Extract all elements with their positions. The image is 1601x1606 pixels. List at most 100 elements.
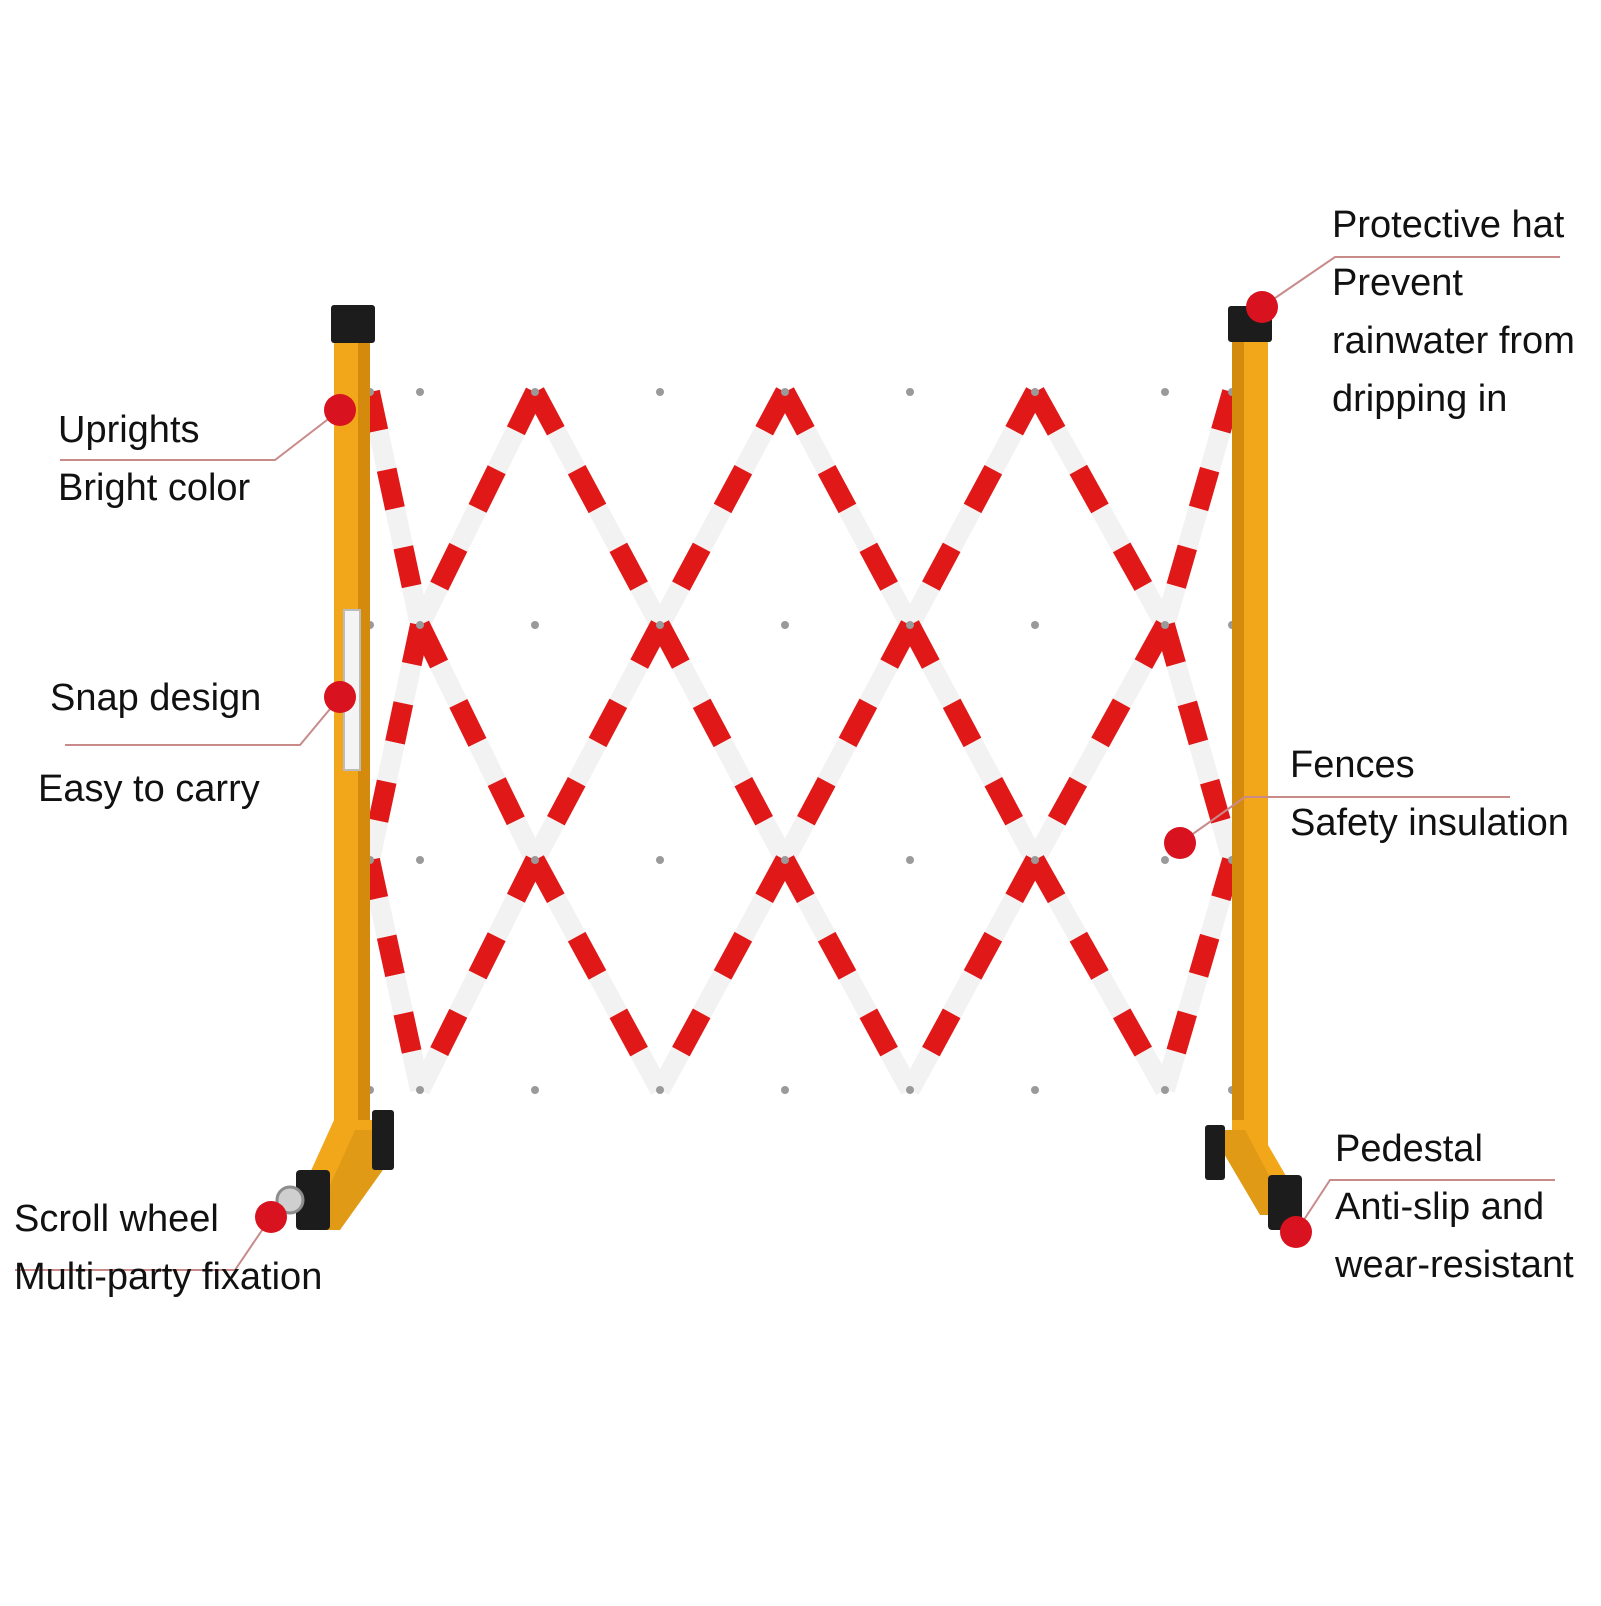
fence-bar-segment [901, 1046, 940, 1095]
fence-bar-segment [1112, 659, 1153, 709]
callout-snap-desc: Easy to carry [38, 768, 260, 810]
fence-bar-segment [393, 1011, 422, 1054]
fence-bar-segment [609, 659, 648, 709]
dot-snap [324, 681, 356, 713]
fence-bar-segment [385, 972, 414, 1016]
callout-hat-desc-1: Prevent [1332, 262, 1463, 304]
fence-bar-segment [901, 581, 940, 630]
fence-bar-segment [651, 620, 690, 669]
fence-bar-segment [922, 542, 961, 591]
fence-bar-segment [838, 503, 878, 553]
fence-bar-segment [411, 581, 449, 630]
scissor-lattice [360, 387, 1242, 1095]
fence-bar-segment [376, 934, 405, 978]
fence-bar-segment [547, 426, 586, 475]
left-pedestal [275, 1110, 394, 1230]
fence-bar-segment [1026, 855, 1066, 904]
fence-bar-segment [859, 659, 898, 709]
fence-bar-segment [922, 1008, 961, 1057]
callout-snap-desc-block: Easy to carry [38, 760, 260, 818]
fence-bar-segment [734, 893, 773, 942]
fence-bar-segment [1188, 466, 1220, 512]
fence-bar-segment [393, 545, 422, 589]
fence-bar-segment [368, 896, 397, 939]
callout-pedestal: Pedestal Anti-slip and wear-resistant [1335, 1120, 1574, 1294]
leader-lines [15, 256, 1560, 1271]
fence-bar-segment [567, 737, 607, 787]
callout-snap-title: Snap design [50, 677, 262, 719]
fence-bar-segment [797, 776, 836, 826]
fence-bar-segment [672, 542, 711, 591]
fence-bar-segment [609, 1008, 648, 1057]
fence-bar-segment [411, 620, 449, 669]
callout-snap-title-block: Snap design [50, 669, 261, 727]
fence-bar-segment [1026, 387, 1066, 436]
callout-pedestal-desc-2: wear-resistant [1335, 1244, 1574, 1286]
fence-bar-segment [672, 1008, 711, 1057]
fence-bar-segment [588, 970, 628, 1019]
pivot-rivet [416, 621, 424, 629]
fence-bar-segment [1091, 698, 1131, 748]
fence-bar-segment [1069, 737, 1109, 787]
fence-bar-segment [838, 970, 878, 1019]
fence-bar-segment [547, 893, 586, 942]
fence-bar-segment [1166, 1010, 1197, 1055]
fence-bar-segment [411, 1047, 449, 1095]
pivot-rivet [656, 1086, 664, 1094]
fence-bar-segment [859, 542, 898, 591]
pivot-rivet [1161, 388, 1169, 396]
fence-bar-segment [984, 776, 1023, 826]
fence-bar-segment [942, 698, 982, 748]
fence-bar-segment [567, 931, 607, 980]
fence-bar-segment [963, 464, 1003, 514]
fence-bar-segment [859, 1008, 898, 1057]
fence-bar-segment [713, 931, 753, 980]
fence-bar-segment [588, 503, 628, 553]
pivot-rivet [531, 1086, 539, 1094]
fence-bar-segment [1155, 622, 1186, 667]
pivot-rivet [656, 621, 664, 629]
fence-bar-segment [984, 426, 1023, 475]
fence-bar-segment [692, 698, 732, 748]
pivot-rivet [906, 856, 914, 864]
fence-bar-segment [651, 1046, 690, 1095]
fence-bar-segment [1211, 818, 1242, 863]
callout-uprights: Uprights Bright color [58, 401, 250, 517]
fence-bar-segment [1177, 505, 1209, 551]
fence-bar-segment [360, 818, 389, 863]
fence-bar-segment [942, 503, 982, 553]
fence-bar-segment [713, 464, 753, 514]
fence-bar-segment [368, 779, 397, 823]
callout-pedestal-title: Pedestal [1335, 1128, 1483, 1170]
fence-bar-segment [376, 467, 405, 511]
fence-bar-segment [1211, 389, 1242, 434]
dot-uprights [324, 394, 356, 426]
right-upright [1228, 306, 1272, 1125]
fence-bar-segment [734, 776, 773, 826]
callout-fences: Fences Safety insulation [1290, 736, 1569, 852]
pivot-rivet [656, 388, 664, 396]
fence-bar-segment [1166, 661, 1197, 707]
callout-hat: Protective hat Prevent rainwater from dr… [1332, 196, 1575, 428]
fence-bar-segment [1200, 428, 1231, 473]
pivot-rivet [906, 621, 914, 629]
dot-fences [1164, 827, 1196, 859]
fence-bar-segment [393, 662, 422, 706]
fence-bar-segment [692, 503, 732, 553]
fence-bar-segment [1026, 815, 1066, 865]
callout-hat-title: Protective hat [1332, 204, 1565, 246]
callout-fences-title: Fences [1290, 744, 1415, 786]
pivot-rivet [906, 1086, 914, 1094]
fence-bar-segment [984, 893, 1023, 942]
fence-bar-segment [1188, 933, 1220, 978]
fence-bar-segment [1166, 544, 1197, 589]
fence-bar-segment [449, 504, 487, 552]
fence-bar-segment [487, 893, 525, 942]
fence-bar-segment [797, 426, 836, 475]
pivot-rivet [1161, 1086, 1169, 1094]
fence-bar-segment [376, 740, 405, 784]
scroll-wheel [275, 1185, 305, 1215]
fence-bar-segment [430, 1008, 468, 1057]
right-pedestal [1205, 1120, 1302, 1230]
